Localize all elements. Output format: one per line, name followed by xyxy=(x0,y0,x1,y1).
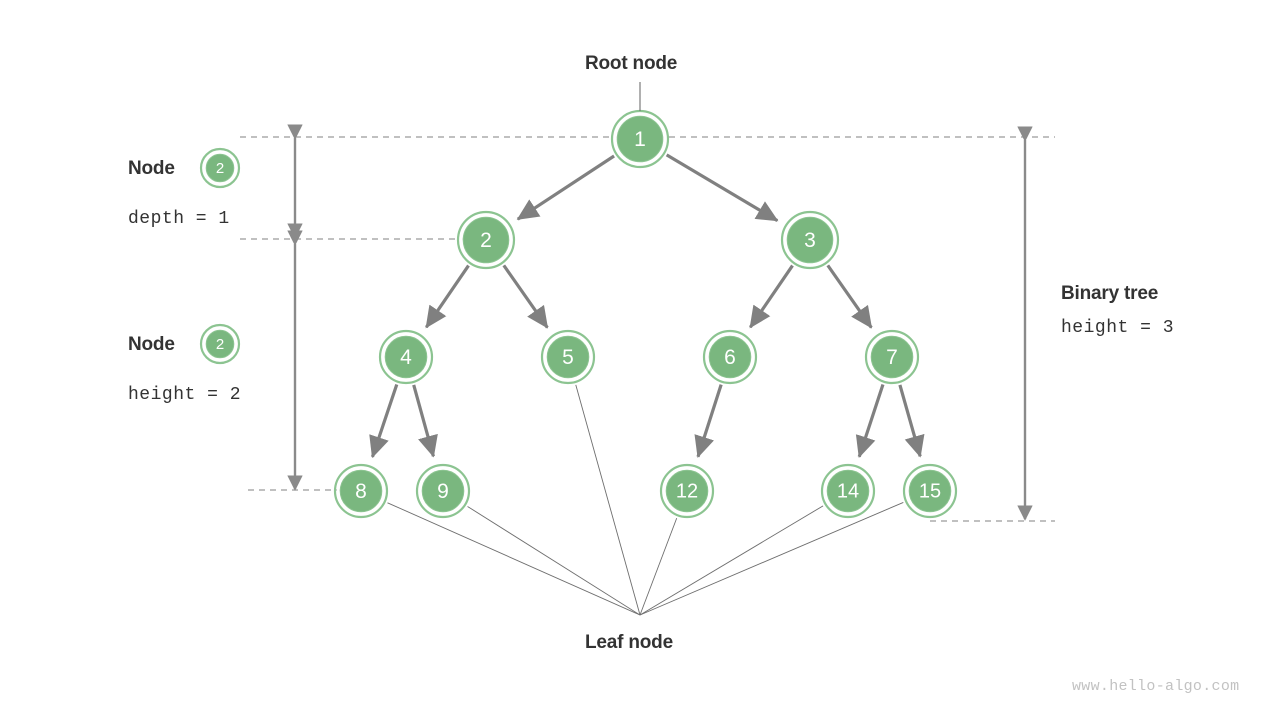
node-label: 7 xyxy=(886,346,898,369)
tree-edge-n3-n6 xyxy=(748,264,794,329)
tree-edge-n3-n7 xyxy=(826,264,873,329)
tree-node-12[interactable]: 12 xyxy=(659,463,715,519)
leaf-pointer-line-n14 xyxy=(639,505,824,616)
node-label: 14 xyxy=(837,481,859,503)
tree-node-7[interactable]: 7 xyxy=(864,329,920,385)
tree-edge-n7-n15 xyxy=(898,384,925,458)
leaf-pointer-lines-group xyxy=(387,384,904,616)
tree-height-annotation-title: Binary tree xyxy=(1061,283,1159,304)
node-height-annotation-formula: height = 2 xyxy=(128,385,242,405)
tree-node-5[interactable]: 5 xyxy=(540,329,596,385)
tree-node-15[interactable]: 15 xyxy=(902,463,958,519)
leaf-node-label: Leaf node xyxy=(585,632,673,653)
node-label: 6 xyxy=(724,346,736,369)
tree-node-9[interactable]: 9 xyxy=(415,463,471,519)
tree-height-annotation-formula: height = 3 xyxy=(1061,318,1175,338)
node-label: 1 xyxy=(634,128,646,151)
root-node-label: Root node xyxy=(585,53,678,74)
tree-node-8[interactable]: 8 xyxy=(333,463,389,519)
node-label: 9 xyxy=(437,480,449,503)
depth-annotation-title: Node xyxy=(128,158,175,179)
node-label: 2 xyxy=(216,160,224,177)
depth-annotation-badge[interactable]: 2 xyxy=(199,147,241,189)
tree-node-2[interactable]: 2 xyxy=(456,210,516,270)
tree-edge-n4-n8 xyxy=(369,383,399,459)
tree-edge-n2-n4 xyxy=(424,264,470,329)
node-label: 8 xyxy=(355,480,367,503)
leaf-pointer-line-n9 xyxy=(467,506,641,616)
node-label: 4 xyxy=(400,346,412,369)
node-label: 15 xyxy=(919,481,941,503)
tree-edge-n1-n3 xyxy=(665,153,779,222)
leaf-pointer-line-n8 xyxy=(387,502,641,616)
measurement-arrows-group xyxy=(287,124,1033,521)
leaf-pointer-line-n12 xyxy=(639,517,678,616)
node-label: 2 xyxy=(480,229,492,252)
tree-edge-n7-n14 xyxy=(855,384,885,459)
tree-node-1[interactable]: 1 xyxy=(610,109,670,169)
node-label: 12 xyxy=(676,481,698,503)
node-label: 3 xyxy=(804,229,816,252)
tree-edges-group xyxy=(369,153,925,459)
tree-node-3[interactable]: 3 xyxy=(780,210,840,270)
node-height-annotation-badge[interactable]: 2 xyxy=(199,323,241,365)
node-height-annotation-title: Node xyxy=(128,334,175,355)
tree-node-6[interactable]: 6 xyxy=(702,329,758,385)
leaf-pointer-line-n15 xyxy=(639,501,904,616)
watermark: www.hello-algo.com xyxy=(1072,678,1240,695)
tree-edge-n4-n9 xyxy=(412,384,438,458)
tree-node-14[interactable]: 14 xyxy=(820,463,876,519)
node-label: 2 xyxy=(216,336,224,353)
leaf-pointer-line-n5 xyxy=(575,384,641,616)
depth-annotation-formula: depth = 1 xyxy=(128,209,230,229)
tree-node-4[interactable]: 4 xyxy=(378,329,434,385)
tree-edge-n1-n2 xyxy=(516,154,615,221)
tree-edge-n2-n5 xyxy=(502,264,549,329)
node-label: 5 xyxy=(562,346,574,369)
tree-edge-n6-n12 xyxy=(694,384,723,458)
